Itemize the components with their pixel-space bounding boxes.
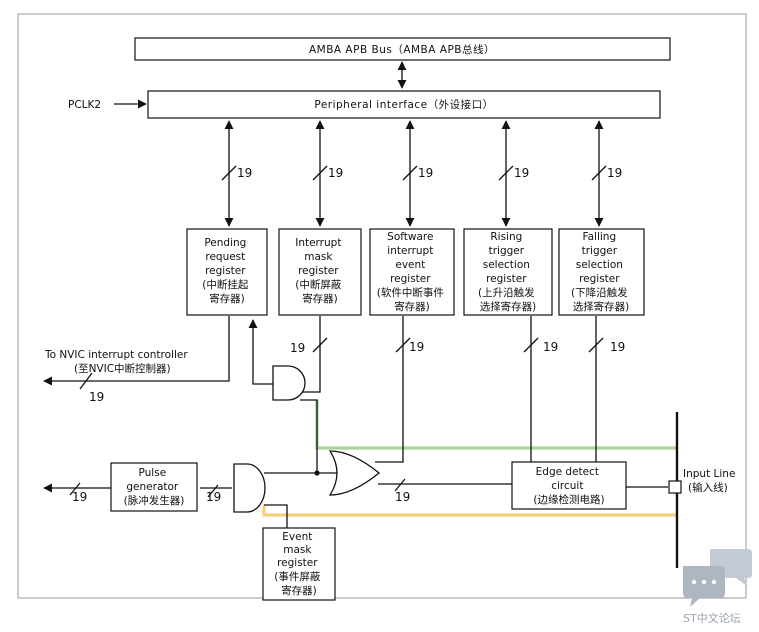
green-highlight-path: [315, 400, 676, 450]
peripheral-interface-label: Peripheral interface（外设接口）: [314, 98, 493, 111]
software-interrupt-event-register: [369, 228, 455, 316]
register-bus-arrows: [221, 120, 607, 227]
yellow-highlight-path: [262, 505, 676, 517]
amba-bus-label: AMBA APB Bus（AMBA APB总线）: [309, 43, 495, 56]
bus-width-label: 19: [610, 340, 625, 354]
bus-width-label: 19: [72, 490, 87, 504]
pulse-generator-label: Pulse generator (脉冲发生器): [124, 467, 185, 507]
peripheral-interface-box: [147, 90, 661, 119]
bus-width-label: 19: [409, 340, 424, 354]
bus-width-label: 19: [328, 166, 343, 180]
rising-trigger-selection-register: [463, 228, 553, 316]
bus-width-label: 19: [290, 341, 305, 355]
and-gate-event: [233, 463, 266, 513]
bus-width-label: 19: [237, 166, 252, 180]
interrupt-mask-register: [278, 228, 362, 316]
input-pad: [668, 480, 682, 494]
interrupt-mask-register-label: Interrupt mask register (中断屏蔽 寄存器): [295, 237, 345, 305]
amba-bus-box: [134, 37, 671, 61]
event-mask-register: [262, 527, 336, 601]
bus-width-label: 19: [89, 390, 104, 404]
bus-width-label: 19: [395, 490, 410, 504]
or-gate: [328, 450, 381, 496]
input-line-label-cn: (输入线): [688, 481, 728, 494]
input-line-label: Input Line: [683, 468, 735, 480]
pending-request-register-label: Pending request register (中断挂起 寄存器): [202, 237, 251, 305]
chat-bubble-icon: [683, 549, 752, 607]
bus-width-label: 19: [607, 166, 622, 180]
bus-width-label: 19: [418, 166, 433, 180]
falling-trigger-selection-register: [558, 228, 645, 316]
event-mask-register-label: Event mask register (事件屏蔽 寄存器): [274, 531, 323, 597]
and-gate-interrupt: [272, 365, 306, 401]
nvic-label-cn: (至NVIC中断控制器): [74, 362, 171, 375]
edge-detect-box: [511, 461, 627, 510]
bus-width-label: 19: [543, 340, 558, 354]
software-interrupt-event-register-label: Software interrupt event register (软件中断事…: [377, 231, 447, 313]
bus-width-label: 19: [514, 166, 529, 180]
bus-width-label: 19: [206, 490, 221, 504]
falling-trigger-selection-register-label: Falling trigger selection register (下降沿触…: [571, 231, 631, 313]
pclk-label: PCLK2: [68, 99, 101, 111]
watermark-text: ST中文论坛: [683, 611, 741, 625]
pending-request-register: [186, 228, 268, 316]
edge-detect-label: Edge detect circuit (边缘检测电路): [533, 466, 604, 506]
rising-trigger-selection-register-label: Rising trigger selection register (上升沿触发…: [478, 231, 538, 313]
nvic-label: To NVIC interrupt controller: [44, 349, 188, 361]
pulse-generator-box: [110, 462, 198, 512]
outer-frame: [17, 13, 747, 599]
